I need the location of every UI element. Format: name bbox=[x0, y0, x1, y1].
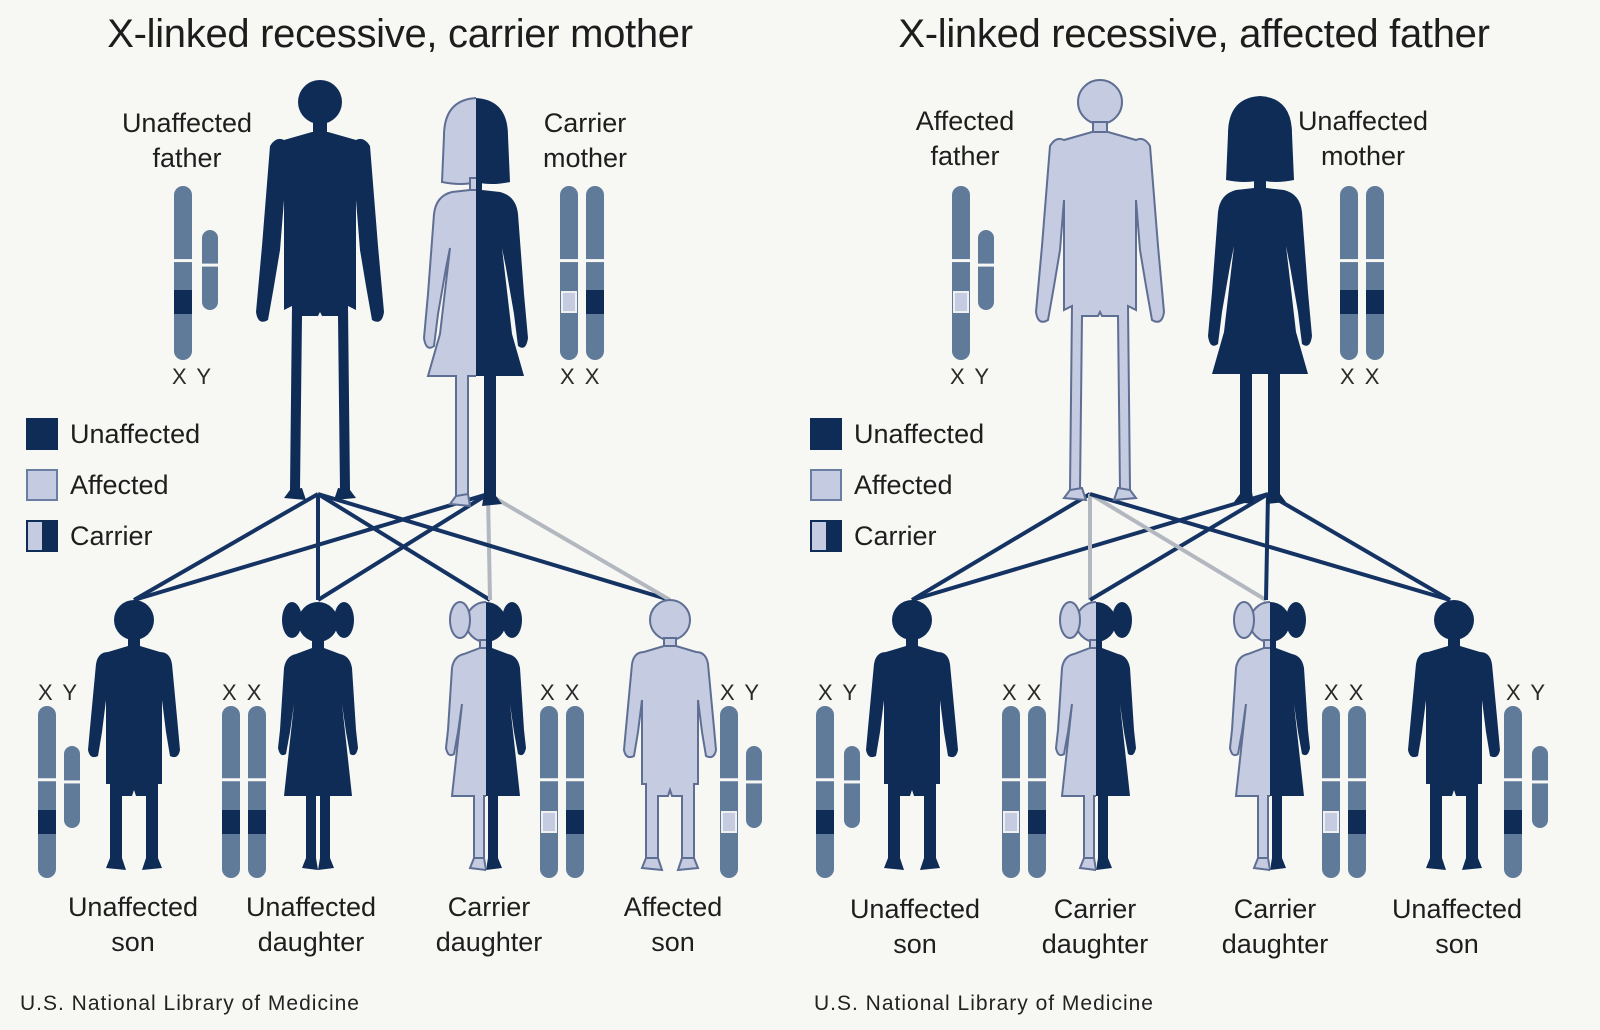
child-chromosome-label: X Y bbox=[720, 680, 762, 705]
mother-line bbox=[1266, 492, 1452, 602]
panel-affected-father: X-linked recessive, affected father Affe… bbox=[794, 0, 1594, 1030]
child-label-affected-son: Affected son bbox=[623, 892, 723, 957]
father-line bbox=[133, 492, 319, 602]
son-y-chromosome bbox=[1531, 746, 1549, 828]
mother-chromosome-label: X X bbox=[1340, 364, 1382, 389]
child-label-unaffected-son: Unaffected son bbox=[67, 892, 199, 957]
father-y-chromosome bbox=[977, 230, 995, 310]
daughter-x-chromosome bbox=[1001, 706, 1021, 878]
child-label-unaffected-son: Unaffected son bbox=[849, 894, 981, 959]
child-label-carrier-daughter: Carrier daughter bbox=[1221, 894, 1329, 959]
father-line bbox=[1089, 492, 1451, 602]
mother-x-chromosome-2 bbox=[585, 186, 605, 360]
child-chromosome-label: X Y bbox=[1506, 680, 1548, 705]
father-chromosome-label: X Y bbox=[950, 364, 992, 389]
panel-carrier-mother: X-linked recessive, carrier mother Unaff… bbox=[20, 12, 762, 1015]
child-chromosome-label: X X bbox=[1324, 680, 1366, 705]
daughter-x-chromosome bbox=[1321, 706, 1341, 878]
son-x-chromosome bbox=[815, 706, 835, 878]
panel-title: X-linked recessive, carrier mother bbox=[107, 12, 693, 56]
child-chromosome-label: X Y bbox=[818, 680, 860, 705]
legend-swatch-affected bbox=[26, 469, 58, 501]
mother-line bbox=[133, 492, 489, 602]
legend-swatch-carrier bbox=[26, 520, 58, 552]
daughter-x-chromosome bbox=[1347, 706, 1367, 878]
father-line bbox=[910, 492, 1092, 602]
child-label-unaffected-daughter: Unaffected daughter bbox=[245, 892, 377, 957]
mother-line bbox=[486, 492, 672, 602]
father-line bbox=[1088, 492, 1268, 602]
father-chromosome-label: X Y bbox=[172, 364, 214, 389]
daughter-x-chromosome bbox=[1027, 706, 1047, 878]
daughter-x-chromosome bbox=[565, 706, 585, 878]
daughter-x-chromosome bbox=[221, 706, 241, 878]
mother-x-chromosome-2 bbox=[1365, 186, 1385, 360]
parent-label-father: Unaffected father bbox=[121, 108, 253, 173]
son-x-chromosome bbox=[719, 706, 739, 878]
credit-line: U.S. National Library of Medicine bbox=[814, 992, 1154, 1015]
father-x-chromosome bbox=[173, 186, 193, 360]
legend-swatch-unaffected bbox=[26, 418, 58, 450]
father-line bbox=[317, 492, 671, 602]
father-y-chromosome bbox=[201, 230, 219, 310]
child-label-unaffected-son: Unaffected son bbox=[1391, 894, 1523, 959]
daughter-x-chromosome bbox=[539, 706, 559, 878]
parent-label-mother: Unaffected mother bbox=[1297, 106, 1429, 171]
father-line bbox=[316, 492, 492, 602]
legend-swatch-carrier bbox=[810, 520, 842, 552]
child-label-carrier-daughter: Carrier daughter bbox=[1041, 894, 1149, 959]
child-chromosome-label: X X bbox=[540, 680, 582, 705]
daughter-x-chromosome bbox=[247, 706, 267, 878]
son-y-chromosome bbox=[745, 746, 763, 828]
son-y-chromosome bbox=[843, 746, 861, 828]
son-x-chromosome bbox=[1503, 706, 1523, 878]
mother-x-chromosome-1 bbox=[1339, 186, 1359, 360]
son-y-chromosome bbox=[63, 746, 81, 828]
legend-swatch-unaffected bbox=[810, 418, 842, 450]
panel-title: X-linked recessive, affected father bbox=[898, 12, 1490, 56]
legend-swatch-affected bbox=[810, 469, 842, 501]
father-x-chromosome bbox=[951, 186, 971, 360]
parent-label-mother: Carrier mother bbox=[542, 108, 628, 173]
credit-line: U.S. National Library of Medicine bbox=[20, 992, 360, 1015]
child-chromosome-label: X Y bbox=[38, 680, 80, 705]
mother-x-chromosome-1 bbox=[559, 186, 579, 360]
child-chromosome-label: X X bbox=[1002, 680, 1044, 705]
child-label-carrier-daughter: Carrier daughter bbox=[435, 892, 543, 957]
son-x-chromosome bbox=[37, 706, 57, 878]
parent-label-father: Affected father bbox=[915, 106, 1015, 171]
child-chromosome-label: X X bbox=[222, 680, 264, 705]
mother-chromosome-label: X X bbox=[560, 364, 602, 389]
